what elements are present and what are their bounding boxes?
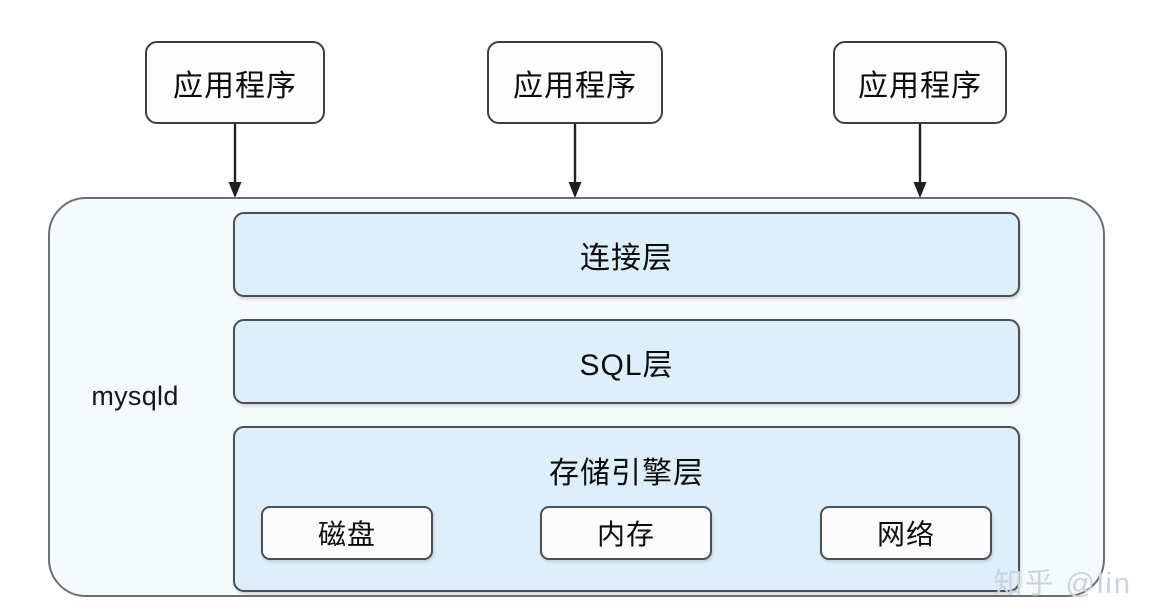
application-box-3-label: 应用程序 bbox=[858, 69, 982, 103]
storage-component-memory: 内存 bbox=[540, 506, 712, 560]
sql-layer-label: SQL层 bbox=[579, 348, 674, 382]
connection-layer-box: 连接层 bbox=[233, 212, 1020, 297]
storage-component-network: 网络 bbox=[820, 506, 992, 560]
application-box-3: 应用程序 bbox=[833, 41, 1007, 124]
sql-layer-box: SQL层 bbox=[233, 319, 1020, 404]
mysqld-label: mysqld bbox=[91, 381, 179, 411]
connection-layer-label: 连接层 bbox=[580, 241, 673, 275]
arrow-down-icon-app3 bbox=[913, 124, 927, 198]
storage-engine-layer-label: 存储引擎层 bbox=[549, 457, 704, 490]
arrow-down-icon-app2 bbox=[568, 124, 582, 198]
storage-component-disk-label: 磁盘 bbox=[317, 519, 376, 550]
arrow-down-icon-app1 bbox=[228, 124, 242, 198]
application-box-2: 应用程序 bbox=[487, 41, 663, 124]
application-box-1: 应用程序 bbox=[145, 41, 325, 124]
application-box-2-label: 应用程序 bbox=[513, 69, 637, 103]
storage-component-disk: 磁盘 bbox=[261, 506, 433, 560]
application-box-1-label: 应用程序 bbox=[173, 69, 297, 103]
storage-component-memory-label: 内存 bbox=[596, 519, 655, 550]
storage-component-network-label: 网络 bbox=[876, 519, 935, 550]
storage-engine-layer-box: 存储引擎层 磁盘 内存 网络 bbox=[233, 426, 1020, 592]
